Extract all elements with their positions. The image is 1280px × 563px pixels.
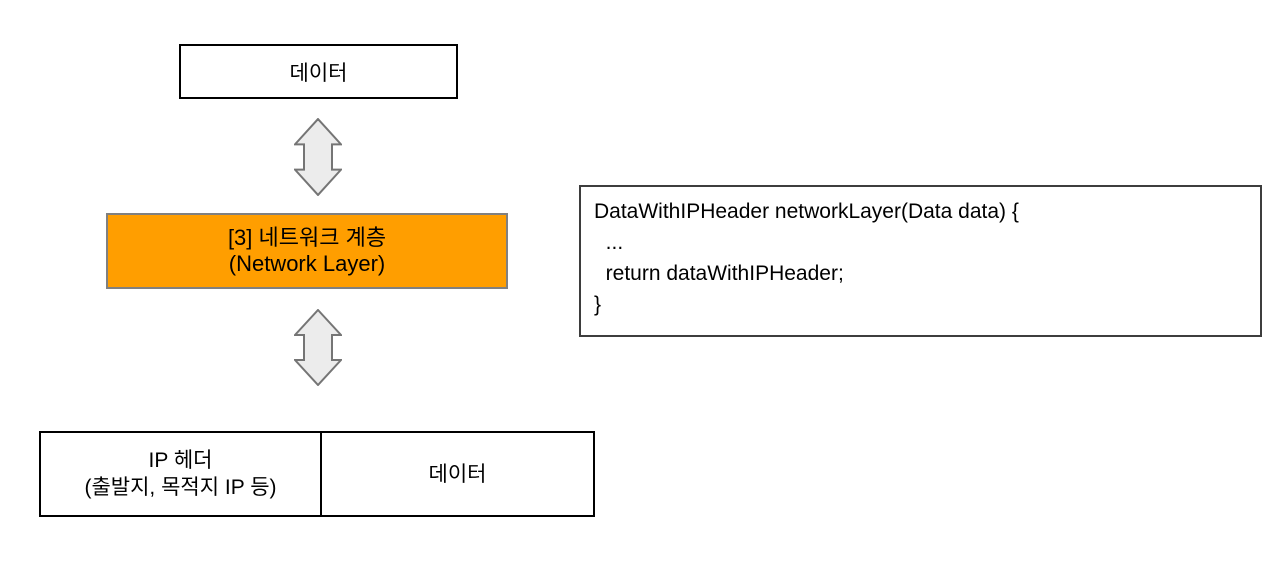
ip-header-title: IP 헤더 (148, 449, 213, 472)
updown-arrow-icon (294, 118, 342, 196)
code-line: ... (594, 231, 624, 254)
ip-header-subtitle: (출발지, 목적지 IP 등) (84, 476, 277, 499)
packet-data-cell: 데이터 (322, 433, 593, 515)
updown-arrow-icon (294, 309, 342, 386)
code-line: DataWithIPHeader networkLayer(Data data)… (594, 200, 1019, 223)
network-layer-title-en: (Network Layer) (228, 251, 386, 276)
packet-data-label: 데이터 (428, 462, 487, 486)
packet-box: IP 헤더 (출발지, 목적지 IP 등) 데이터 (39, 431, 595, 517)
code-block: DataWithIPHeader networkLayer(Data data)… (579, 185, 1262, 337)
network-layer-box: [3] 네트워크 계층 (Network Layer) (106, 213, 508, 289)
network-layer-title-ko: [3] 네트워크 계층 (227, 225, 387, 250)
data-box: 데이터 (179, 44, 458, 99)
ip-header-cell: IP 헤더 (출발지, 목적지 IP 등) (41, 433, 322, 515)
data-box-label: 데이터 (289, 61, 348, 85)
code-line: return dataWithIPHeader; (594, 262, 844, 285)
code-line: } (594, 293, 602, 316)
